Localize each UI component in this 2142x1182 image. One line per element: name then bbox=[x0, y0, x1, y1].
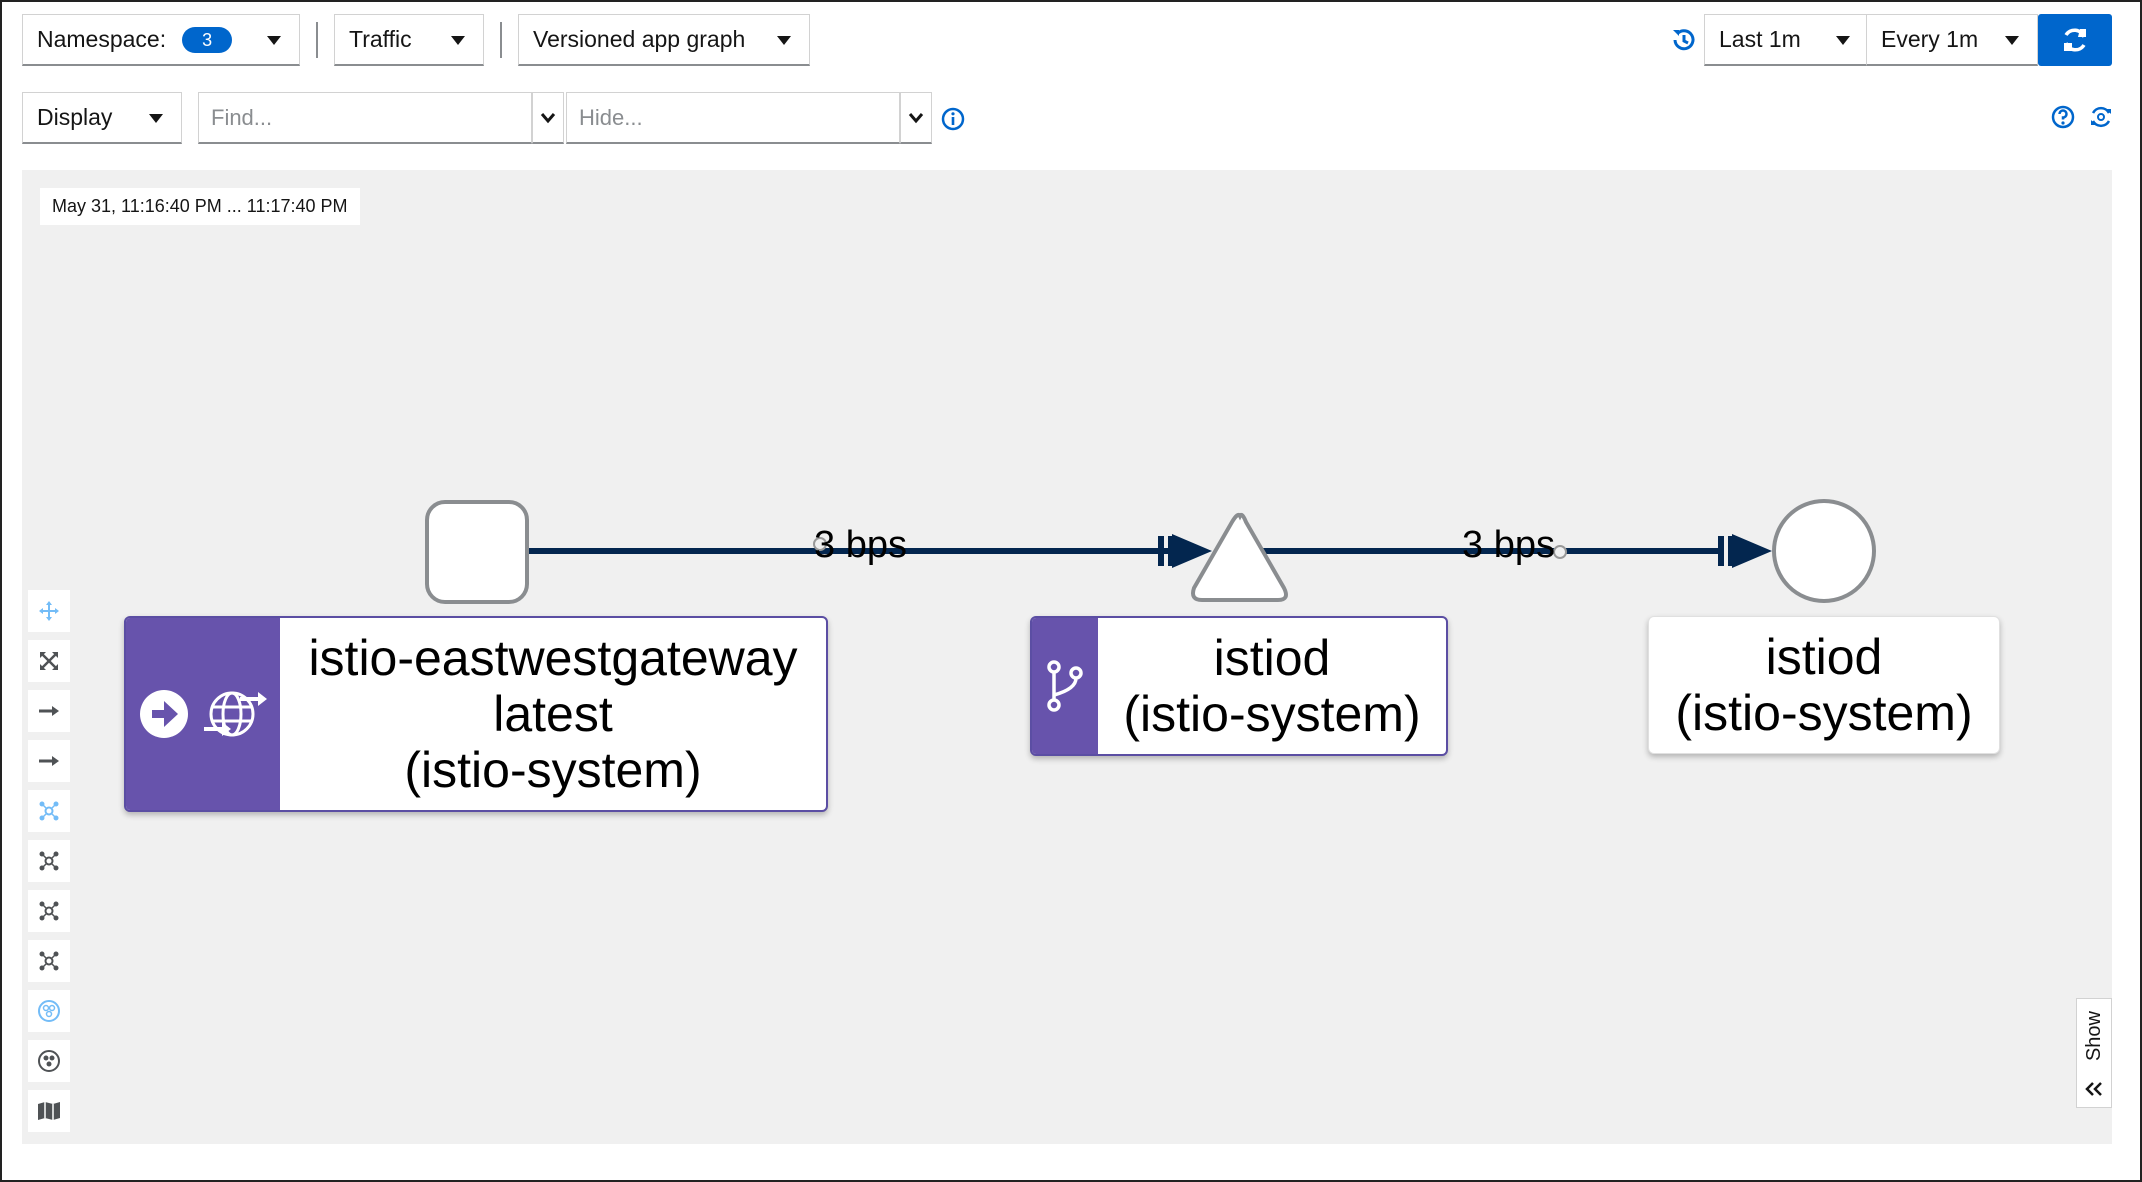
graph-type-label: Versioned app graph bbox=[533, 26, 746, 52]
refresh-interval-dropdown[interactable]: Every 1m bbox=[1866, 14, 2038, 66]
node-workload-square bbox=[425, 500, 529, 604]
node-name: istio-eastwestgateway bbox=[308, 630, 798, 686]
edge-midpoint-marker bbox=[1553, 545, 1567, 559]
caret-down-icon bbox=[2005, 35, 2019, 45]
find-input[interactable] bbox=[198, 92, 532, 144]
tour-icon[interactable] bbox=[2086, 102, 2116, 132]
edge-arrow-tick bbox=[1718, 536, 1724, 566]
ingress-gateway-icon bbox=[140, 690, 188, 738]
double-chevron-left-icon bbox=[2085, 1082, 2102, 1096]
edge-arrow-tick bbox=[1158, 536, 1164, 566]
edge-arrowhead bbox=[1172, 534, 1212, 568]
graph-canvas[interactable]: May 31, 11:16:40 PM ... 11:17:40 PM 3 bp… bbox=[22, 170, 2112, 1144]
caret-down-icon bbox=[149, 113, 163, 123]
node-namespace: (istio-system) bbox=[404, 742, 702, 798]
graph-timestamp: May 31, 11:16:40 PM ... 11:17:40 PM bbox=[40, 188, 360, 225]
toolbar-divider bbox=[500, 22, 502, 58]
find-help-info-icon[interactable] bbox=[938, 104, 968, 134]
namespace-dropdown[interactable]: Namespace: 3 bbox=[22, 14, 300, 66]
refresh-interval-label: Every 1m bbox=[1881, 26, 1979, 52]
duration-label: Last 1m bbox=[1719, 26, 1801, 52]
edge-midpoint-marker bbox=[813, 537, 827, 551]
edge-label-gateway: 3 bps bbox=[814, 524, 907, 566]
namespace-box-layout-icon[interactable] bbox=[28, 990, 70, 1032]
layout-3-icon[interactable] bbox=[28, 940, 70, 982]
node-label-text: istiod (istio-system) bbox=[1098, 618, 1446, 754]
node-label-text: istio-eastwestgateway latest (istio-syst… bbox=[280, 618, 826, 810]
node-label-istiod-service[interactable]: istiod (istio-system) bbox=[1030, 616, 1448, 756]
display-label: Display bbox=[37, 104, 113, 130]
caret-down-icon bbox=[1836, 35, 1850, 45]
chevron-down-icon bbox=[540, 112, 556, 123]
chevron-down-icon bbox=[908, 112, 924, 123]
edge-arrow-tick bbox=[1728, 536, 1734, 566]
legend-map-icon[interactable] bbox=[28, 1090, 70, 1132]
node-name: istiod bbox=[1765, 629, 1883, 685]
find-history-toggle[interactable] bbox=[532, 92, 564, 144]
toolbar-divider bbox=[316, 22, 318, 58]
node-version: latest bbox=[493, 686, 613, 742]
namespace-layout-icon[interactable] bbox=[28, 1040, 70, 1082]
caret-down-icon bbox=[451, 35, 465, 45]
refresh-button[interactable] bbox=[2038, 14, 2112, 66]
layout-2-icon[interactable] bbox=[28, 890, 70, 932]
globe-traffic-icon bbox=[204, 691, 267, 737]
zoom-to-fit-icon[interactable] bbox=[28, 640, 70, 682]
node-app-circle bbox=[1772, 499, 1876, 603]
layout-1-icon[interactable] bbox=[28, 840, 70, 882]
edge-arrow-tick bbox=[1168, 536, 1174, 566]
node-badges bbox=[1032, 618, 1098, 754]
node-label-text: istiod (istio-system) bbox=[1649, 617, 1999, 753]
layout-default-icon[interactable] bbox=[28, 790, 70, 832]
graph-type-dropdown[interactable]: Versioned app graph bbox=[518, 14, 810, 66]
refresh-icon bbox=[2064, 28, 2086, 52]
caret-down-icon bbox=[267, 35, 281, 45]
help-question-icon[interactable] bbox=[2048, 102, 2078, 132]
node-namespace: (istio-system) bbox=[1675, 685, 1973, 741]
virtual-service-branch-icon bbox=[1047, 660, 1083, 712]
traffic-dropdown[interactable]: Traffic bbox=[334, 14, 484, 66]
node-label-istiod-app[interactable]: istiod (istio-system) bbox=[1648, 616, 2000, 754]
duration-dropdown[interactable]: Last 1m bbox=[1704, 14, 1868, 66]
node-label-istio-eastwestgateway[interactable]: istio-eastwestgateway latest (istio-syst… bbox=[124, 616, 828, 812]
graph-side-toolbar bbox=[28, 590, 70, 1140]
node-name: istiod bbox=[1213, 630, 1331, 686]
layout-vertical-icon[interactable] bbox=[28, 740, 70, 782]
namespace-count-badge: 3 bbox=[182, 26, 233, 53]
node-badges bbox=[126, 618, 280, 810]
graph-edges bbox=[425, 499, 1876, 604]
hide-input[interactable] bbox=[566, 92, 900, 144]
hide-history-toggle[interactable] bbox=[900, 92, 932, 144]
edge-arrowhead bbox=[1732, 534, 1772, 568]
pan-move-icon[interactable] bbox=[28, 590, 70, 632]
node-service-triangle bbox=[1191, 512, 1288, 602]
show-side-panel-tab[interactable]: Show bbox=[2076, 998, 2112, 1108]
edge-label-istiod: 3 bps bbox=[1462, 524, 1555, 566]
namespace-label: Namespace: bbox=[37, 26, 167, 52]
display-dropdown[interactable]: Display bbox=[22, 92, 182, 144]
show-label: Show bbox=[2082, 1011, 2105, 1062]
node-namespace: (istio-system) bbox=[1123, 686, 1421, 742]
traffic-label: Traffic bbox=[349, 26, 412, 52]
layout-horizontal-icon[interactable] bbox=[28, 690, 70, 732]
replay-history-icon[interactable] bbox=[1666, 22, 1702, 58]
caret-down-icon bbox=[777, 35, 791, 45]
